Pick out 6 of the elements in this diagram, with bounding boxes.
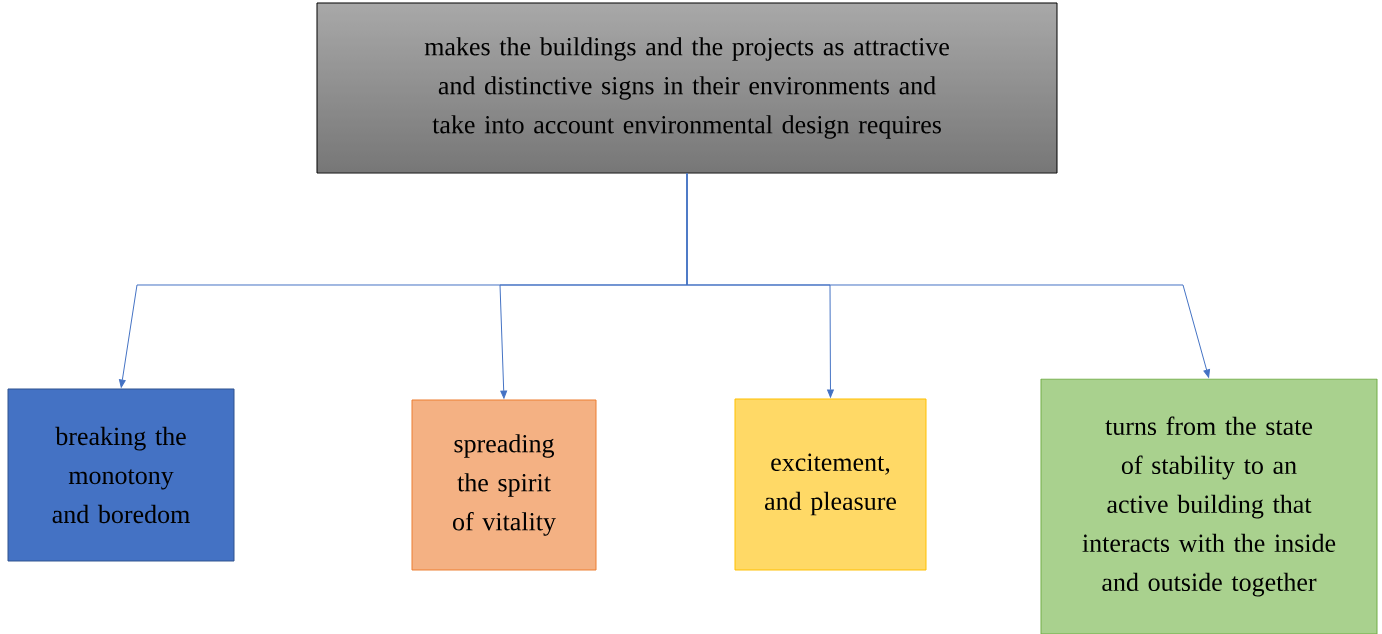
branch-box: spreading the spirit of vitality bbox=[411, 399, 597, 571]
branch-box: turns from the state of stability to an active building that interacts with the inside and outside together bbox=[1040, 378, 1378, 634]
heading-box: makes the buildings and the projects as attractive and distinctive signs in their environments and take into account environmental design requires bbox=[316, 2, 1058, 174]
branch-box: excitement, and pleasure bbox=[734, 398, 927, 571]
arrow bbox=[686, 173, 1210, 378]
branch-box: breaking the monotony and boredom bbox=[7, 388, 235, 562]
